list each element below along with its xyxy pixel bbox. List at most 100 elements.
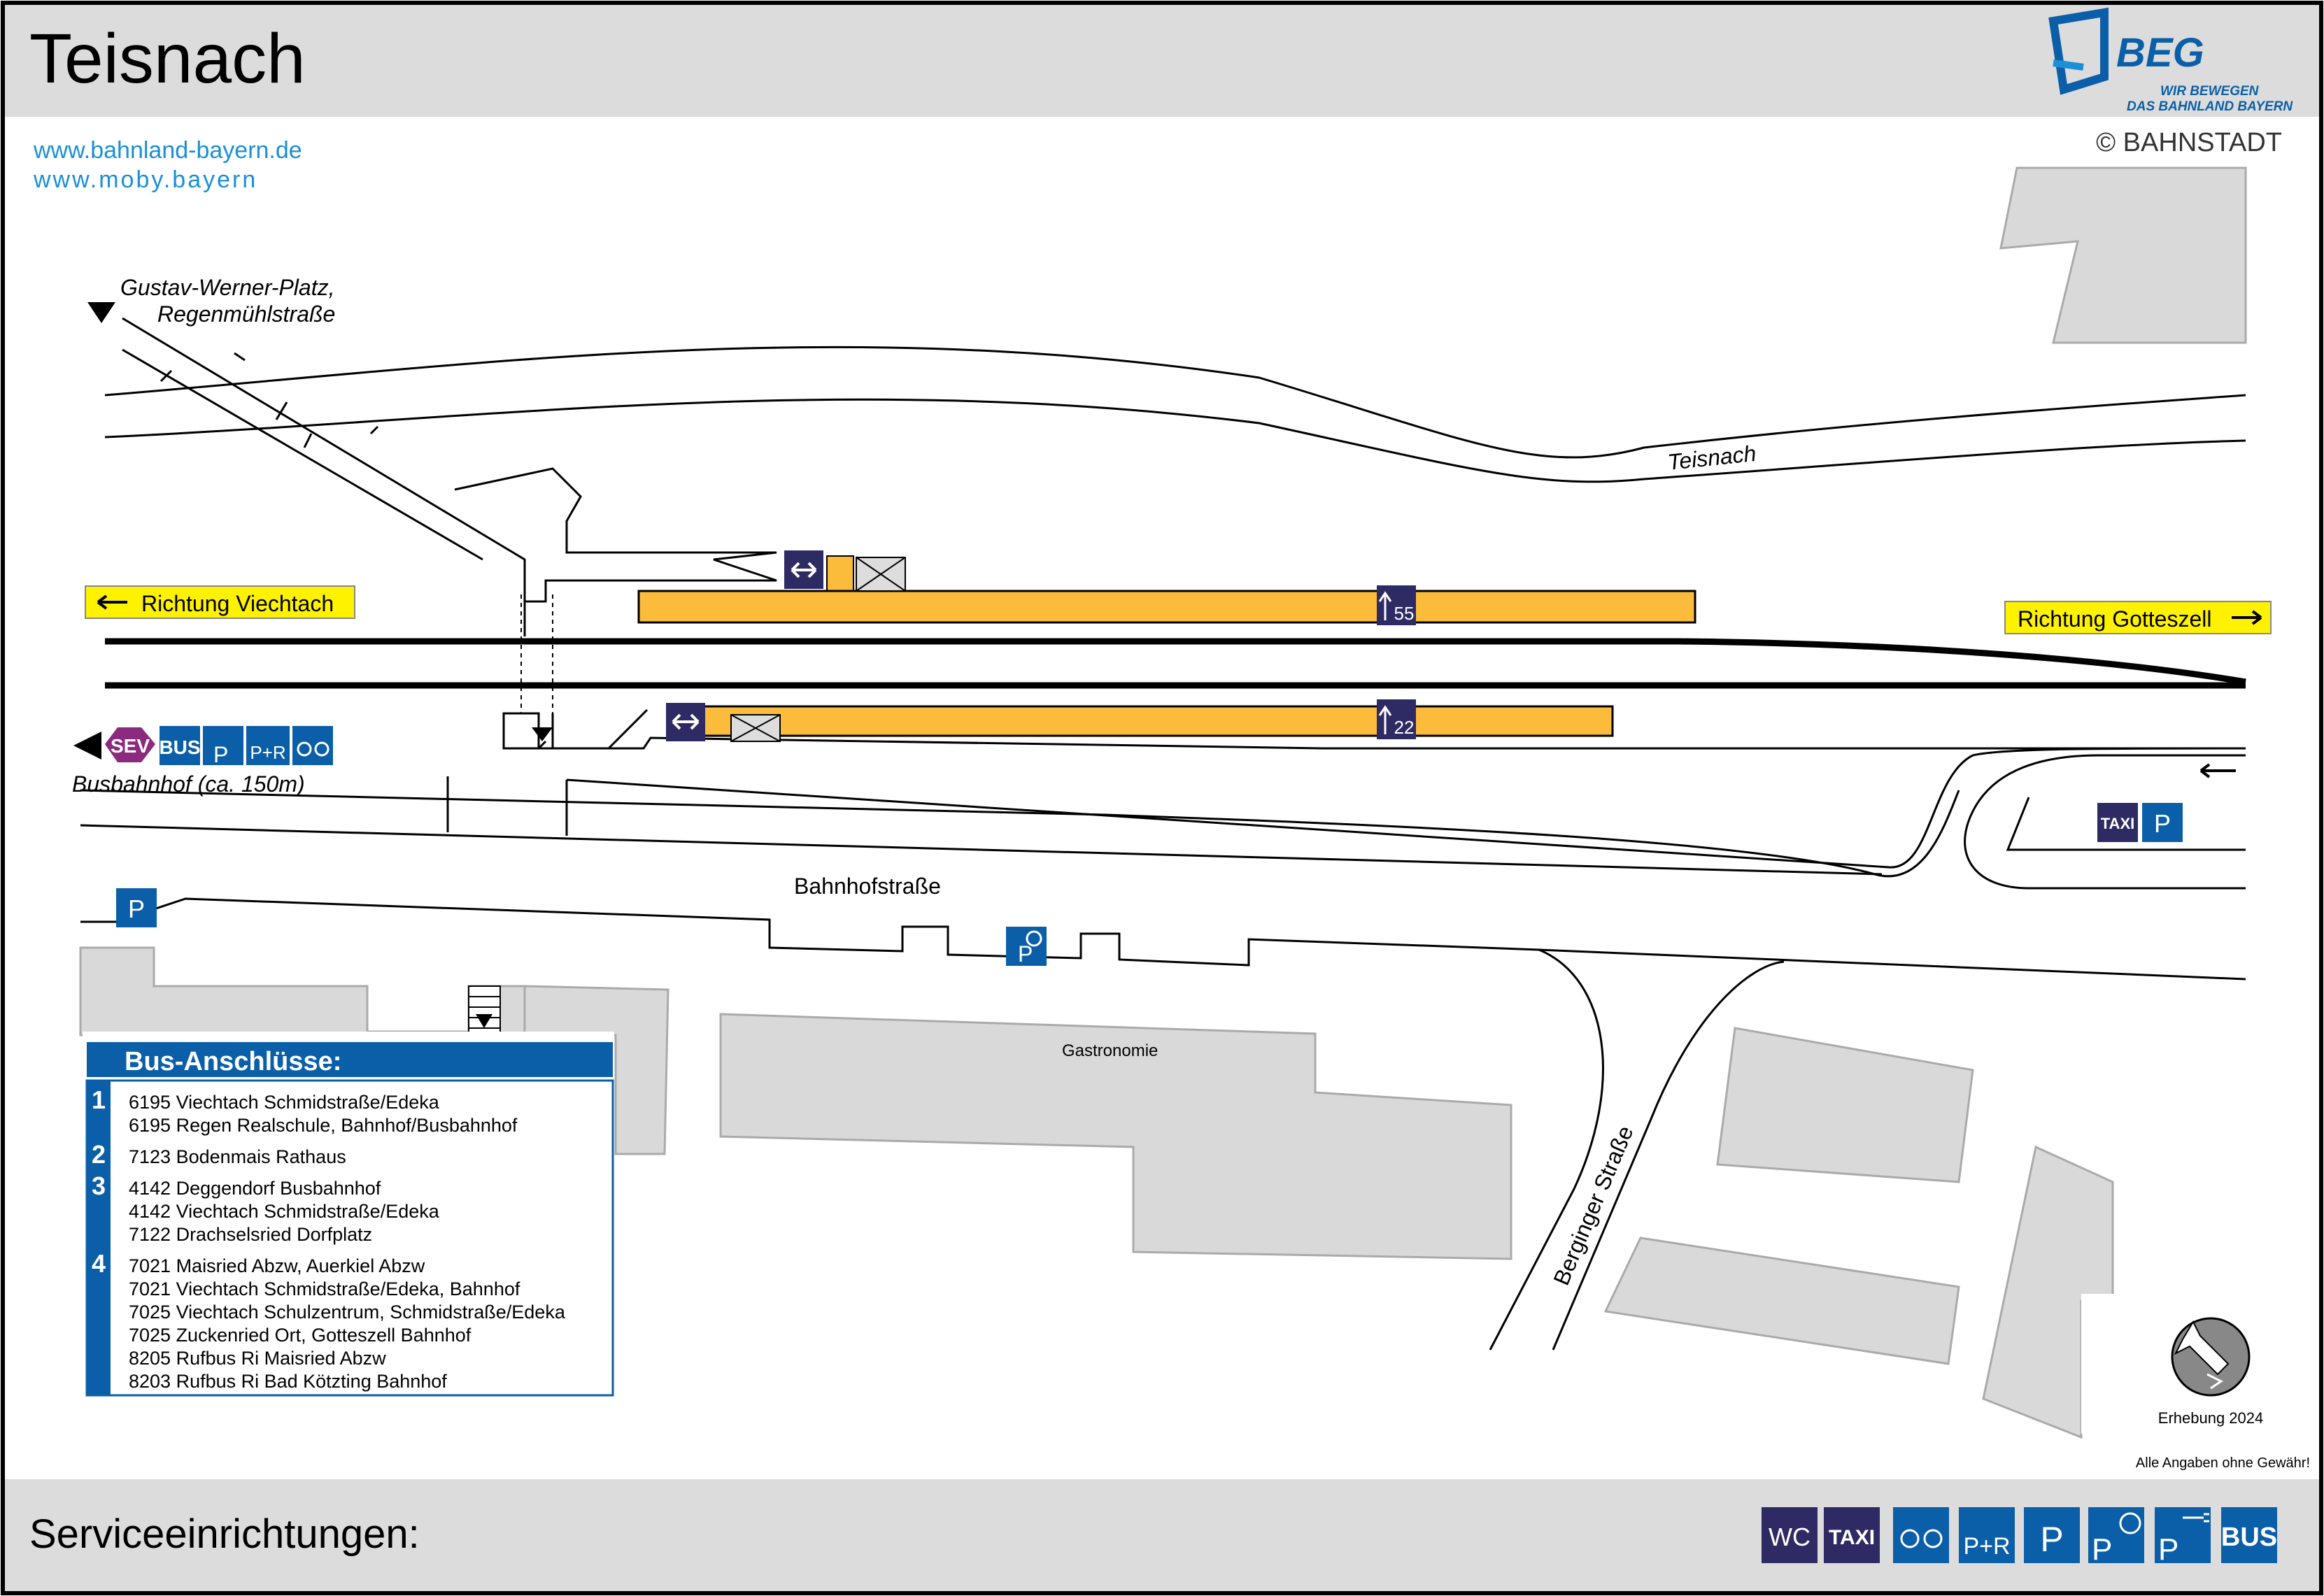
bus-connections-header xyxy=(87,1042,613,1077)
clock-icon xyxy=(2119,1512,2141,1534)
stairs-down-icon xyxy=(476,1014,493,1028)
bus-group-number: 4 xyxy=(92,1249,106,1278)
place-label-2: Regenmühlstraße xyxy=(157,301,335,327)
bus-line: 7021 Viechtach Schmidstraße/Edeka, Bahnh… xyxy=(129,1278,520,1299)
direction-triangle-icon xyxy=(87,302,115,323)
roads xyxy=(80,317,2246,1351)
two-way-arrow-icon xyxy=(672,713,700,730)
buildings xyxy=(79,166,2247,1439)
direction-left-label: Richtung Viechtach xyxy=(141,591,334,616)
two-way-arrow-icon xyxy=(791,562,817,578)
building xyxy=(1603,1237,1960,1365)
taxi-label: TAXI xyxy=(1829,1526,1875,1549)
sev-label: SEV xyxy=(111,735,150,757)
bus-group-number: 3 xyxy=(92,1171,106,1200)
platform-2: 22 xyxy=(607,699,1614,750)
platform-height-icon xyxy=(1377,699,1416,739)
copyright: © BAHNSTADT xyxy=(2096,128,2282,157)
parking-label: P xyxy=(2040,1520,2063,1559)
short-term-parking-label: P xyxy=(1018,941,1033,967)
taxi-label: TAXI xyxy=(2101,815,2134,832)
disclaimer: Alle Angaben ohne Gewähr! xyxy=(2136,1455,2310,1471)
platform-1-number: 55 xyxy=(1394,603,1415,624)
bus-label: BUS xyxy=(2221,1523,2277,1552)
arrow-left-icon xyxy=(97,594,127,610)
place-label-1: Gustav-Werner-Platz, xyxy=(120,275,334,300)
platform-2-area xyxy=(688,705,1614,737)
direction-gotteszell: Richtung Gotteszell xyxy=(2004,601,2272,634)
building xyxy=(1716,1027,1974,1183)
link-moby[interactable]: www.moby.bayern xyxy=(33,166,257,193)
bus-line: 8205 Rufbus Ri Maisried Abzw xyxy=(129,1348,386,1369)
parking-icon xyxy=(2142,803,2183,842)
ev-parking-icon xyxy=(203,726,243,765)
building xyxy=(1999,166,2247,344)
arrow-right-icon xyxy=(2232,610,2262,625)
park-and-ride-icon xyxy=(1959,1507,2015,1563)
short-term-parking-icon xyxy=(2088,1507,2144,1563)
bus-line: 6195 Regen Realschule, Bahnhof/Busbahnho… xyxy=(129,1115,518,1136)
service-icons: WC TAXI P+R P P P BUS xyxy=(1762,1507,2277,1567)
ev-parking-label: P xyxy=(2158,1532,2178,1567)
beg-logo: BEG WIR BEWEGEN DAS BAHNLAND BAYERN xyxy=(2048,7,2293,114)
logo-tagline-1: WIR BEWEGEN xyxy=(2160,84,2260,99)
bus-group-number: 2 xyxy=(92,1140,106,1169)
underpass xyxy=(502,594,553,750)
direction-triangle-icon xyxy=(73,732,101,760)
building-gastronomie xyxy=(719,1013,1512,1260)
parking-label: P xyxy=(2154,809,2171,838)
parking-icon xyxy=(116,888,157,927)
arrow-left-icon xyxy=(2199,763,2236,778)
wc-icon xyxy=(1762,1507,1818,1563)
bus-line: 6195 Viechtach Schmidstraße/Edeka xyxy=(129,1092,440,1113)
survey-label: Erhebung 2024 xyxy=(2158,1409,2263,1427)
direction-right-label: Richtung Gotteszell xyxy=(2018,606,2211,632)
building-gastronomie-label: Gastronomie xyxy=(1062,1041,1158,1060)
taxi-icon xyxy=(1824,1507,1880,1563)
sev-icon xyxy=(105,727,155,762)
park-and-ride-icon xyxy=(246,726,290,765)
page-title: Teisnach xyxy=(29,20,306,98)
link-bahnland[interactable]: www.bahnland-bayern.de xyxy=(33,137,302,164)
logo-tagline-2: DAS BAHNLAND BAYERN xyxy=(2127,99,2293,114)
bus-line: 7123 Bodenmais Rathaus xyxy=(129,1146,346,1167)
bus-group-number: 1 xyxy=(92,1085,106,1114)
wc-label: WC xyxy=(1769,1523,1811,1551)
bus-connections-panel: Bus-Anschlüsse: 1 6195 Viechtach Schmidst… xyxy=(83,1032,614,1397)
bus-line: 8203 Rufbus Ri Bad Kötzting Bahnhof xyxy=(129,1371,447,1392)
track-1 xyxy=(105,638,2246,685)
bus-line: 7025 Zuckenried Ort, Gotteszell Bahnhof xyxy=(129,1325,472,1346)
parking-label: P xyxy=(128,895,145,923)
bus-icon xyxy=(160,726,200,765)
short-term-parking-label: P xyxy=(2092,1532,2112,1567)
stairs xyxy=(468,985,501,1036)
bus-line: 7122 Drachselsried Dorfplatz xyxy=(129,1224,372,1245)
footer-label: Serviceeinrichtungen: xyxy=(29,1511,420,1557)
logo-text: BEG xyxy=(2116,30,2204,76)
pr-label: P+R xyxy=(250,742,285,763)
clock-icon xyxy=(1026,930,1042,947)
platform-1-area xyxy=(637,590,1696,624)
bus-connections-title: Bus-Anschlüsse: xyxy=(125,1047,341,1076)
bus-station-label: Busbahnhof (ca. 150m) xyxy=(72,771,305,797)
platform-2-number: 22 xyxy=(1394,717,1415,738)
bus-connections-number-column xyxy=(87,1081,111,1395)
header-band xyxy=(5,5,2319,117)
stairs-down-icon xyxy=(532,727,553,741)
bus-label: BUS xyxy=(159,736,200,758)
bus-line: 4142 Viechtach Schmidstraße/Edeka xyxy=(129,1201,440,1222)
platform-height-icon xyxy=(1377,585,1416,625)
direction-viechtach: Richtung Viechtach xyxy=(85,585,355,619)
pr-label: P+R xyxy=(1963,1533,2010,1560)
ev-parking-label: P xyxy=(213,742,228,767)
street-bahnhofstrasse: Bahnhofstraße xyxy=(794,874,941,899)
bus-line: 4142 Deggendorf Busbahnhof xyxy=(129,1178,381,1199)
north-arrow-icon xyxy=(2171,1317,2251,1397)
bus-line: 7025 Viechtach Schulzentrum, Schmidstraß… xyxy=(129,1302,566,1323)
taxi-icon xyxy=(2097,803,2138,842)
parking-icon xyxy=(2024,1507,2080,1563)
platform-1: 55 xyxy=(637,550,1696,625)
